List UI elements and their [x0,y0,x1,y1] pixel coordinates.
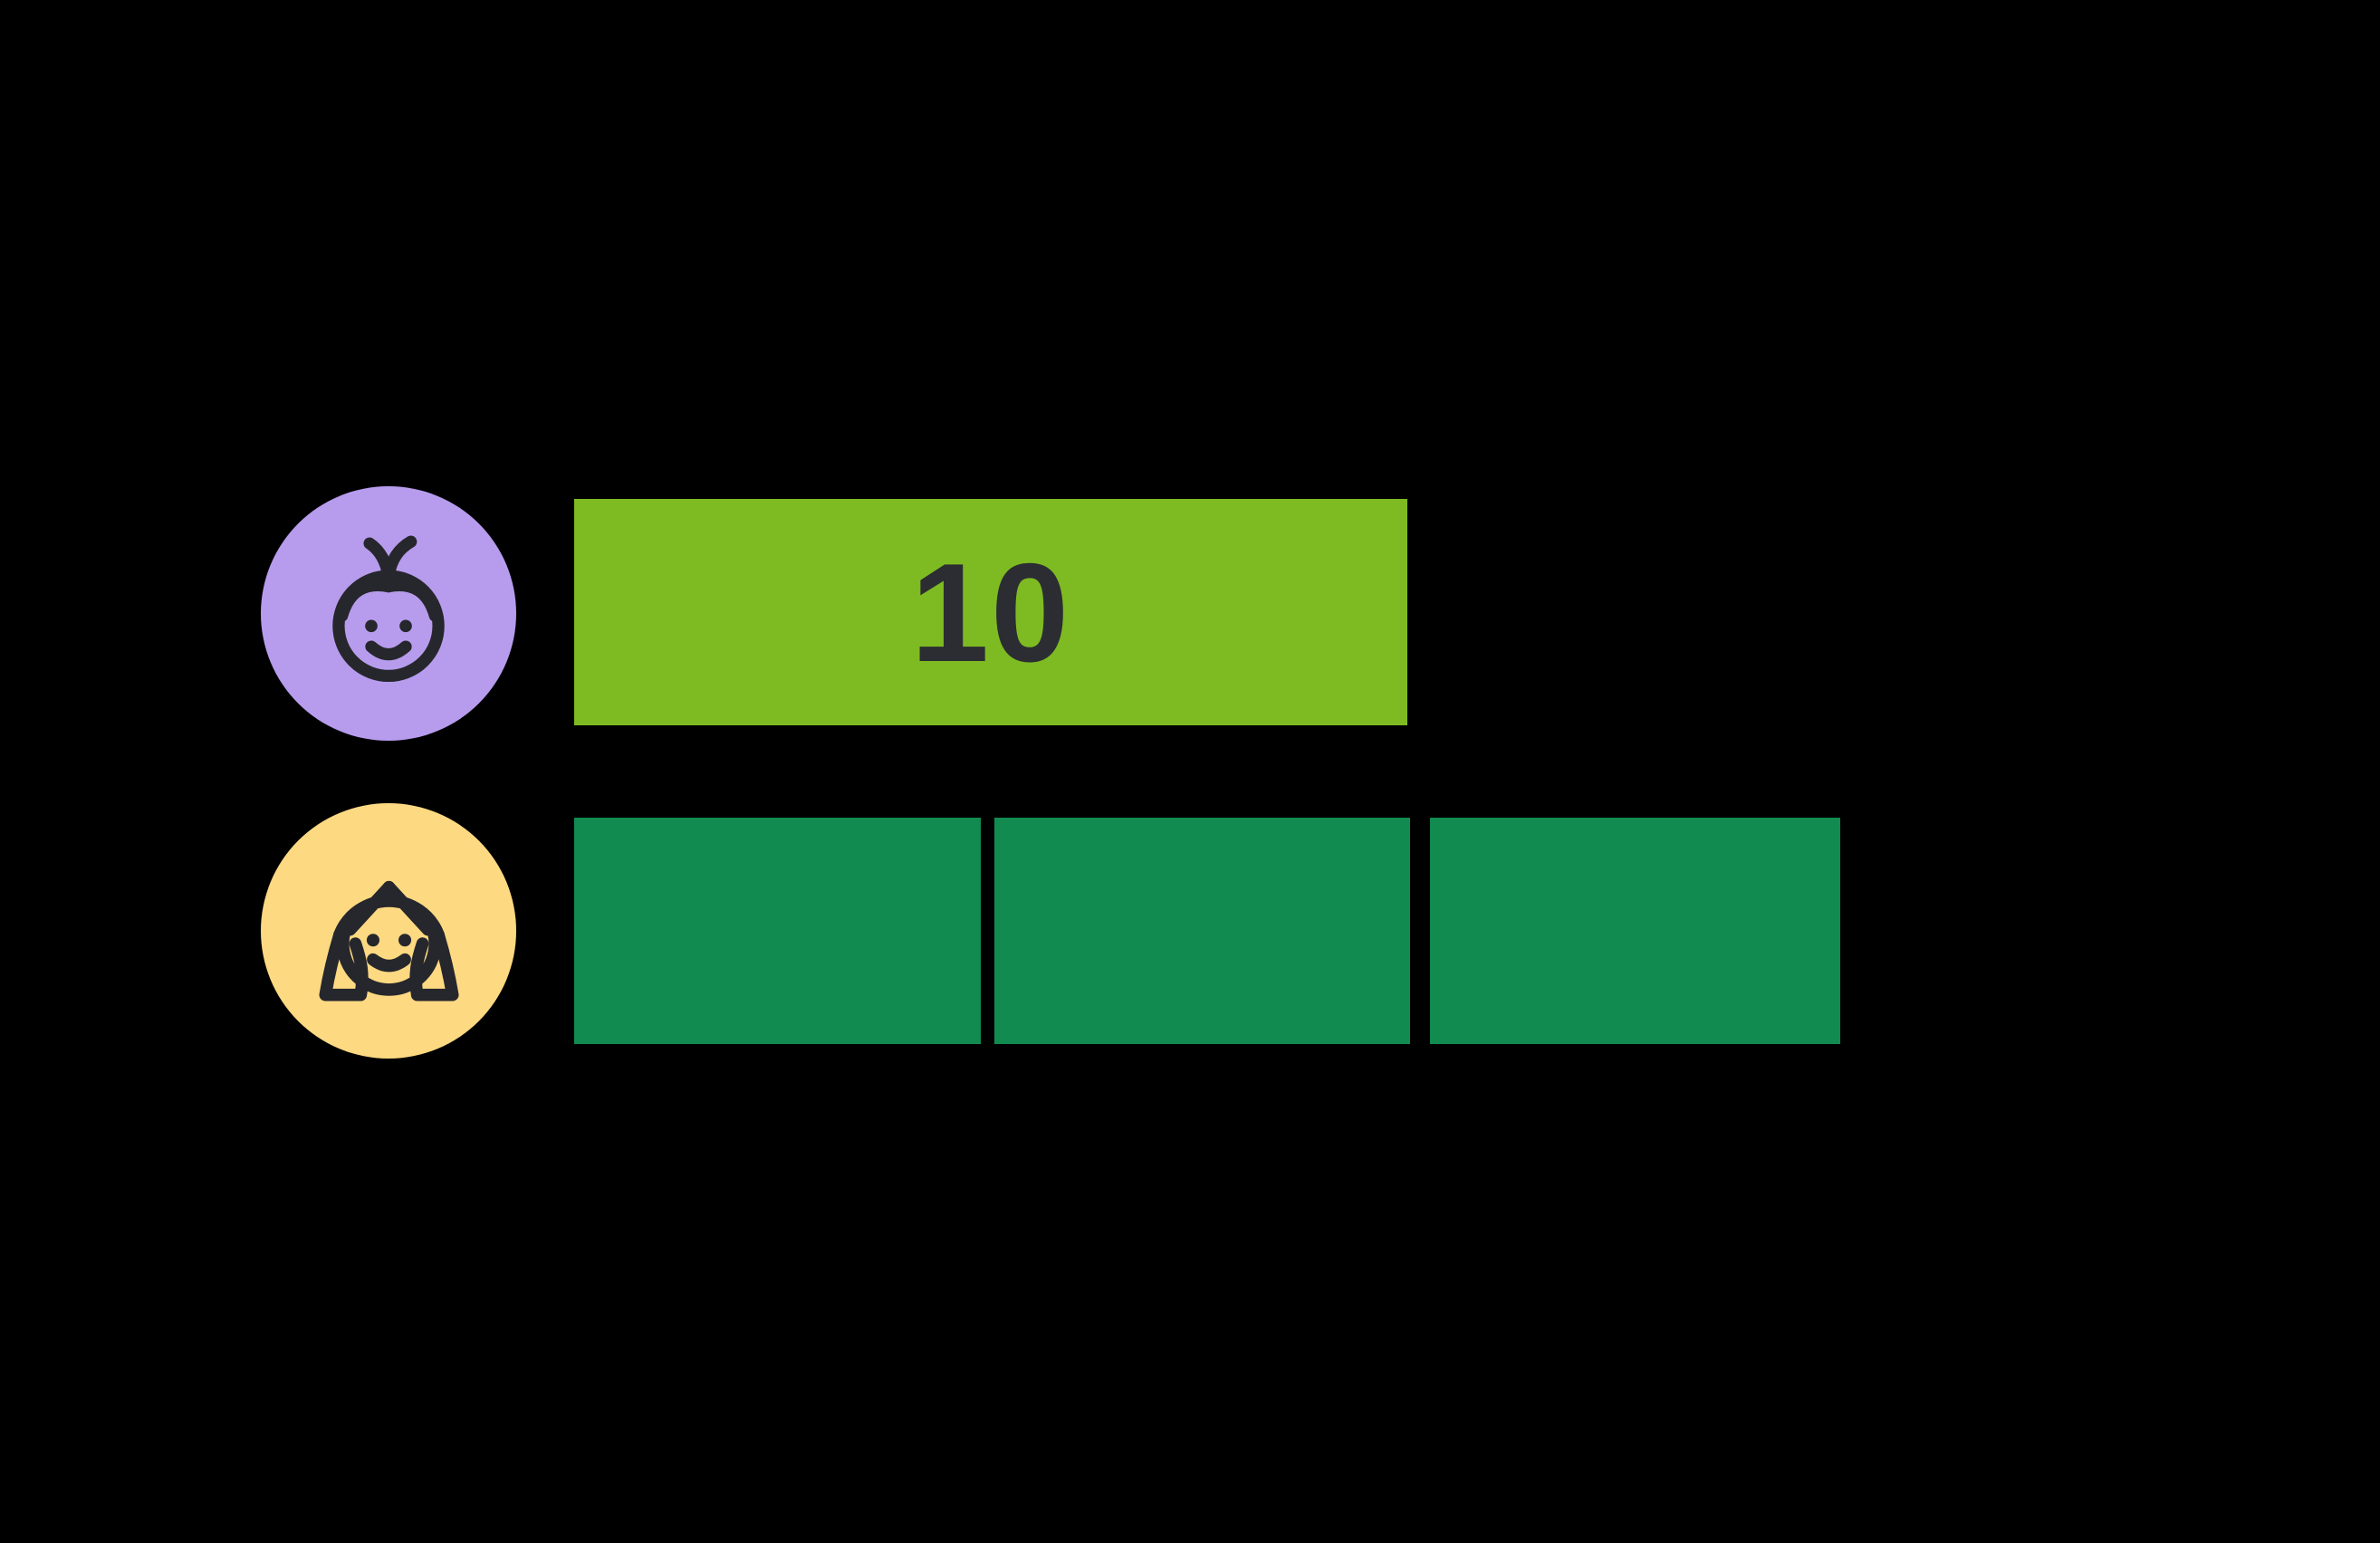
boy-bar: 10 [574,499,1407,725]
boy-face-icon [332,535,445,682]
boy-avatar [261,486,516,741]
boy-bar-value: 10 [910,533,1071,691]
girl-face-icon [318,880,459,1002]
girl-bar-segment-2 [994,818,1410,1044]
girl-avatar [261,803,516,1059]
girl-bar-segment-1 [574,818,981,1044]
girl-bar-segment-3 [1430,818,1840,1044]
